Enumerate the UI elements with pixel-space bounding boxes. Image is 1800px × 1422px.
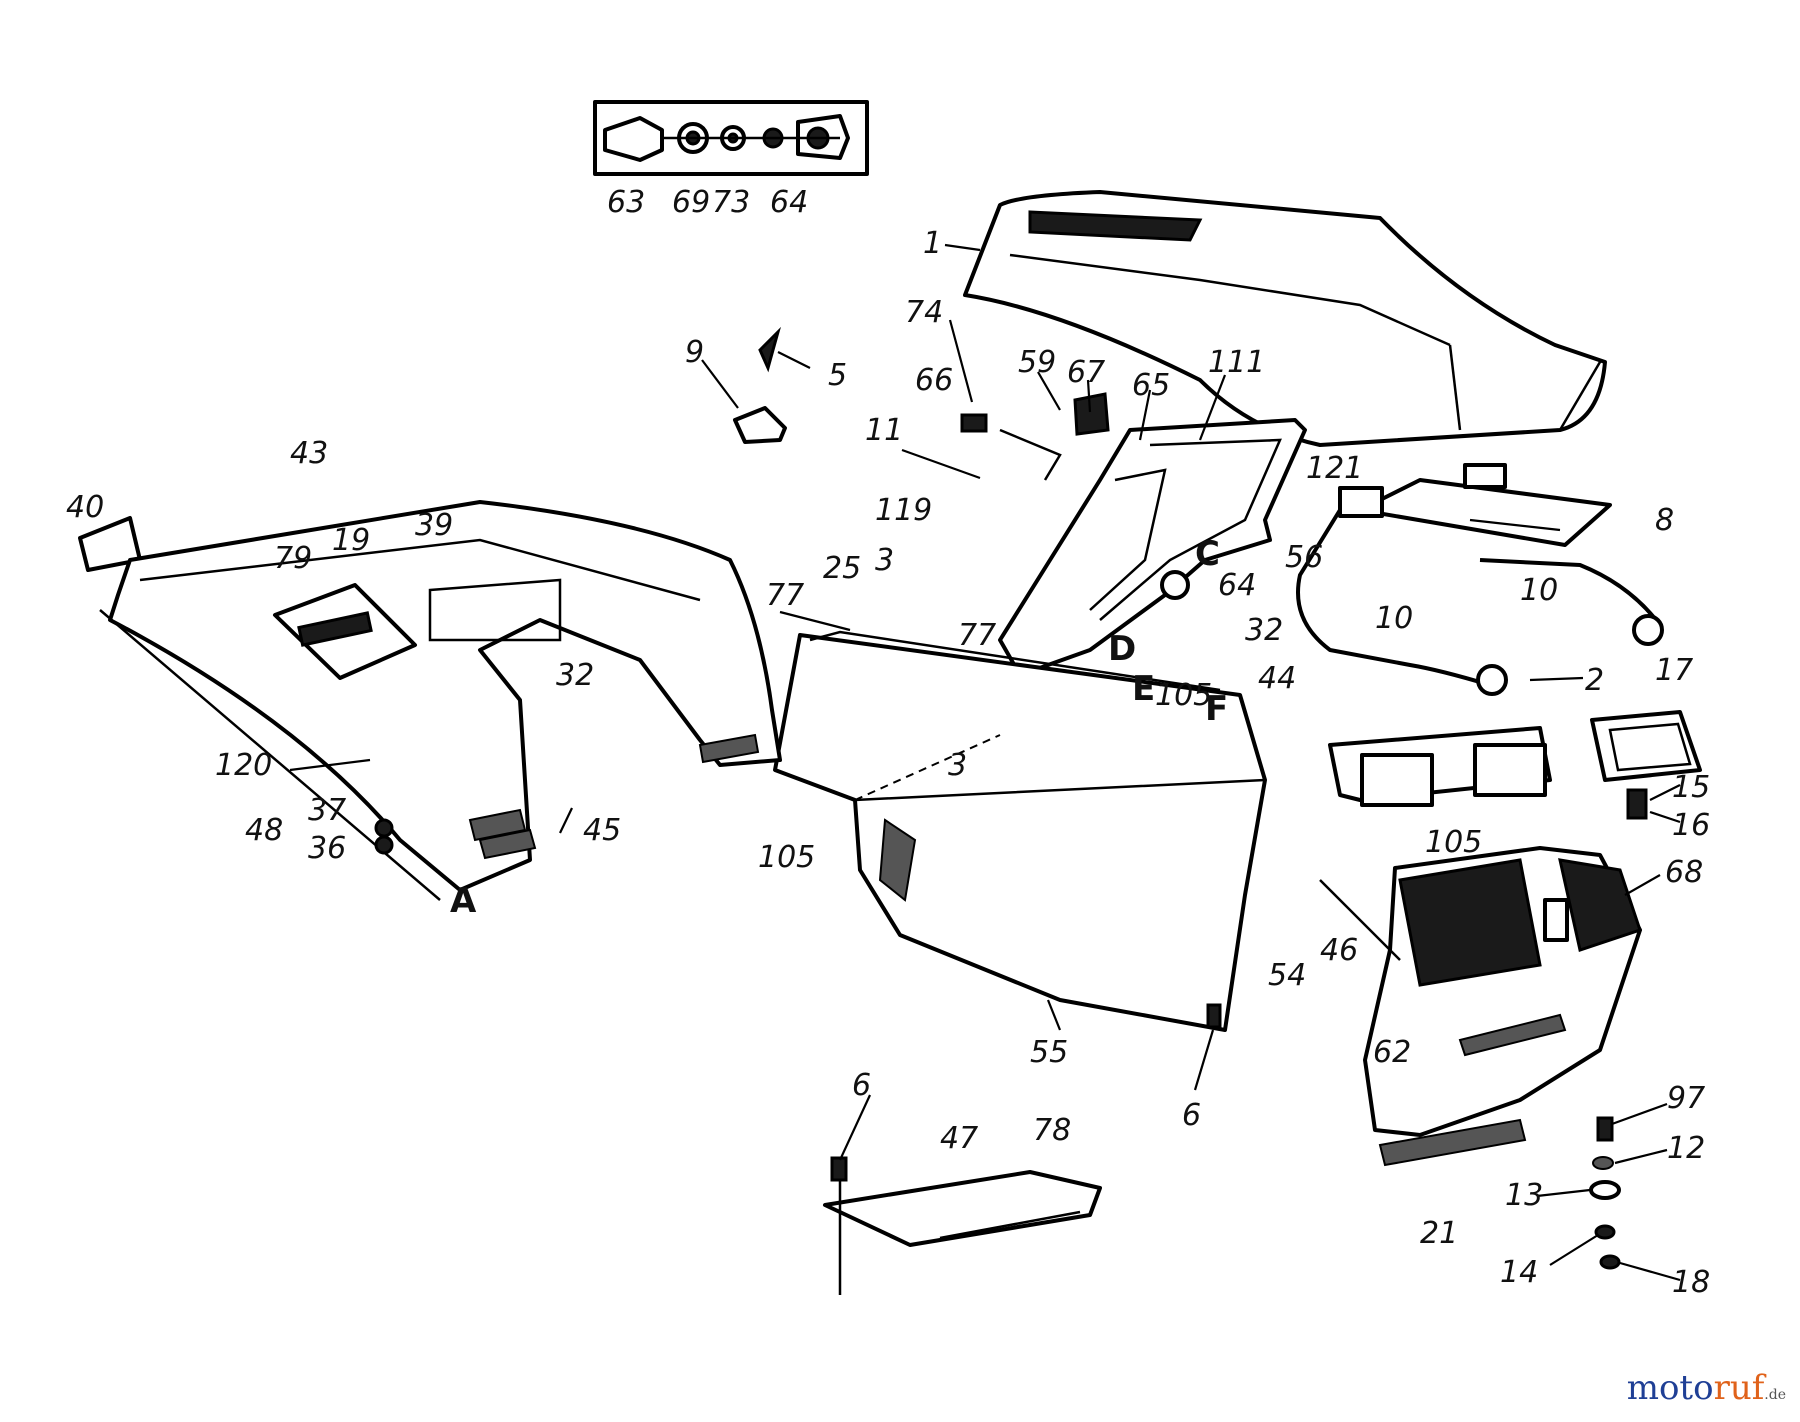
callout-77-left: 77 — [766, 578, 804, 613]
callout-119: 119 — [875, 493, 932, 528]
callout-97: 97 — [1667, 1081, 1705, 1116]
callout-74: 74 — [905, 295, 943, 330]
callout-66: 66 — [915, 363, 953, 398]
watermark-part1: moto — [1626, 1368, 1714, 1408]
floor-panel — [823, 1170, 1102, 1247]
callout-62: 62 — [1373, 1035, 1411, 1070]
callout-73: 73 — [712, 185, 750, 220]
callout-65: 65 — [1132, 368, 1170, 403]
callout-21: 21 — [1420, 1216, 1458, 1251]
callout-25: 25 — [823, 551, 861, 586]
callout-77-center: 77 — [958, 618, 996, 653]
letter-F: F — [1205, 689, 1228, 729]
front-grille — [1319, 726, 1642, 1167]
headlamp-17 — [1590, 710, 1702, 820]
callout-54: 54 — [1268, 958, 1306, 993]
callout-55: 55 — [1030, 1035, 1068, 1070]
leader-lines — [289, 243, 1681, 1282]
callout-13: 13 — [1505, 1178, 1543, 1213]
callout-68: 68 — [1665, 855, 1703, 890]
seat — [963, 190, 1607, 447]
callout-2: 2 — [1585, 663, 1604, 698]
callout-8: 8 — [1655, 503, 1674, 538]
callout-14: 14 — [1500, 1255, 1538, 1290]
callout-37: 37 — [308, 793, 346, 828]
callout-120: 120 — [215, 748, 272, 783]
callout-16: 16 — [1672, 808, 1710, 843]
callout-36: 36 — [308, 831, 346, 866]
callout-105-right: 105 — [1425, 825, 1482, 860]
callout-10-right: 10 — [1520, 573, 1558, 608]
callout-6-right: 6 — [1182, 1098, 1201, 1133]
callout-10-left: 10 — [1375, 601, 1413, 636]
callout-46: 46 — [1320, 933, 1358, 968]
callout-44: 44 — [1258, 661, 1296, 696]
callout-43: 43 — [290, 436, 328, 471]
callout-79: 79 — [274, 541, 312, 576]
callout-67: 67 — [1067, 355, 1105, 390]
callout-3-hood: 3 — [948, 748, 967, 783]
fender-43 — [99, 500, 782, 901]
callout-9: 9 — [685, 335, 704, 370]
callout-3-top: 3 — [875, 543, 894, 578]
watermark-suffix: .de — [1764, 1387, 1786, 1403]
letter-E: E — [1132, 669, 1155, 709]
callout-32-left: 32 — [556, 658, 594, 693]
watermark-part2: ruf — [1713, 1368, 1765, 1408]
callout-11: 11 — [865, 413, 903, 448]
callout-121: 121 — [1306, 451, 1363, 486]
callout-48: 48 — [245, 813, 283, 848]
seat-bracket — [1296, 463, 1664, 696]
inset-fastener-box — [593, 100, 869, 176]
callout-47: 47 — [940, 1121, 978, 1156]
dashboard-panel — [998, 418, 1307, 677]
hood-55 — [773, 630, 1267, 1032]
callout-32-right: 32 — [1245, 613, 1283, 648]
callout-64: 64 — [770, 185, 808, 220]
callout-5: 5 — [828, 358, 847, 393]
callout-111: 111 — [1208, 345, 1265, 380]
letter-C: C — [1195, 534, 1220, 574]
callout-18: 18 — [1672, 1265, 1710, 1300]
callout-64-dash: 64 — [1218, 568, 1256, 603]
callout-15: 15 — [1672, 770, 1710, 805]
fastener-stack — [374, 818, 1621, 1295]
callout-19: 19 — [332, 523, 370, 558]
letter-D: D — [1108, 629, 1136, 669]
motoruf-watermark: motoruf.de — [1627, 1368, 1786, 1408]
callout-labels: 63 69 73 64 1 9 5 74 59 67 65 111 66 11 … — [66, 185, 1710, 1300]
reference-letters: A C D E F — [450, 534, 1228, 921]
callout-40: 40 — [66, 490, 104, 525]
callout-17: 17 — [1655, 653, 1693, 688]
callout-56: 56 — [1285, 540, 1323, 575]
callout-6-left: 6 — [852, 1068, 871, 1103]
callout-78: 78 — [1033, 1113, 1071, 1148]
callout-39: 39 — [415, 508, 453, 543]
small-parts — [733, 326, 1110, 444]
callout-12: 12 — [1667, 1131, 1705, 1166]
callout-69: 69 — [672, 185, 710, 220]
callout-63: 63 — [607, 185, 645, 220]
callout-105-left: 105 — [758, 840, 815, 875]
letter-A: A — [450, 881, 477, 921]
callout-45: 45 — [583, 813, 621, 848]
callout-59: 59 — [1018, 345, 1056, 380]
callout-105-center: 105 — [1155, 678, 1212, 713]
callout-1: 1 — [923, 226, 942, 261]
